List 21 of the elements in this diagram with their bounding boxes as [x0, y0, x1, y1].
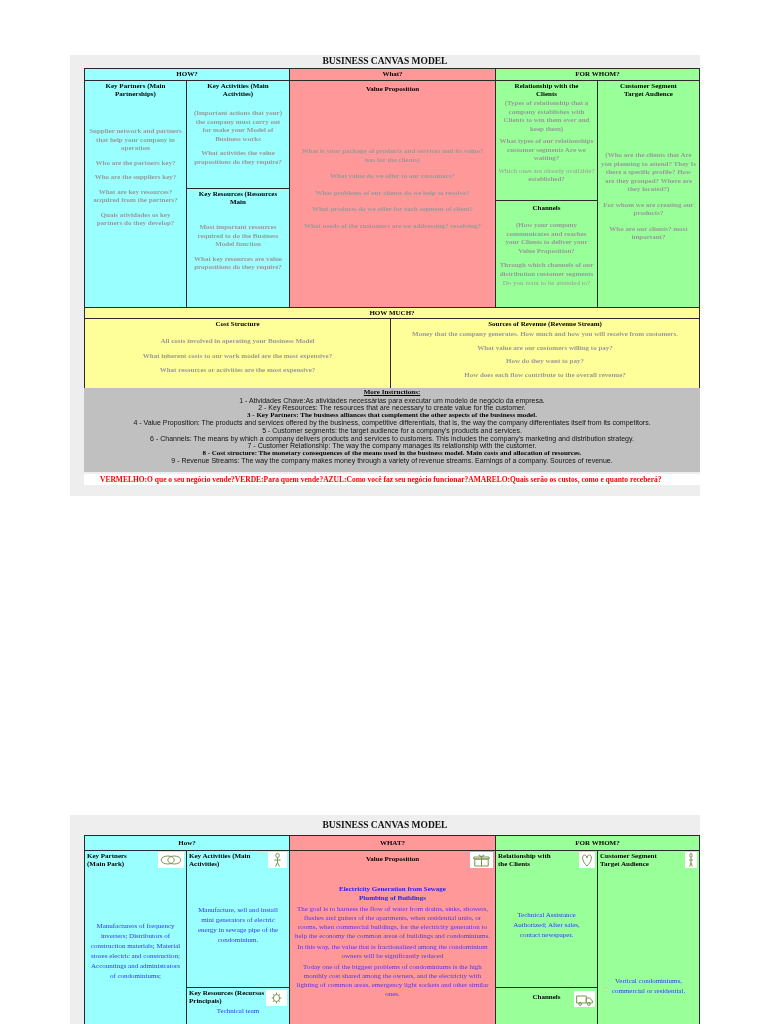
- canvas-cell: [597, 80, 700, 308]
- instructions-panel: [84, 388, 700, 472]
- canvas-cell: [390, 318, 700, 389]
- page-panel: [70, 815, 700, 1024]
- canvas-cell: [186, 80, 290, 189]
- canvas-cell: [289, 80, 496, 308]
- canvas-cell: [289, 850, 496, 1024]
- page-panel: [70, 55, 700, 496]
- canvas-cell: [186, 850, 290, 988]
- page-title: BUSINESS CANVAS MODEL: [322, 819, 448, 831]
- canvas-cell: [84, 850, 187, 1024]
- canvas-cell: [495, 200, 598, 308]
- canvas-cell: [186, 188, 290, 308]
- canvas-cell: [495, 850, 598, 988]
- canvas-cell: [84, 80, 187, 308]
- canvas-cell: [597, 850, 700, 1024]
- canvas-cell: [495, 987, 598, 1024]
- canvas-cell: [186, 987, 290, 1024]
- page-title: BUSINESS CANVAS MODEL: [322, 55, 448, 67]
- canvas-cell: [84, 318, 391, 389]
- canvas-cell: [495, 80, 598, 201]
